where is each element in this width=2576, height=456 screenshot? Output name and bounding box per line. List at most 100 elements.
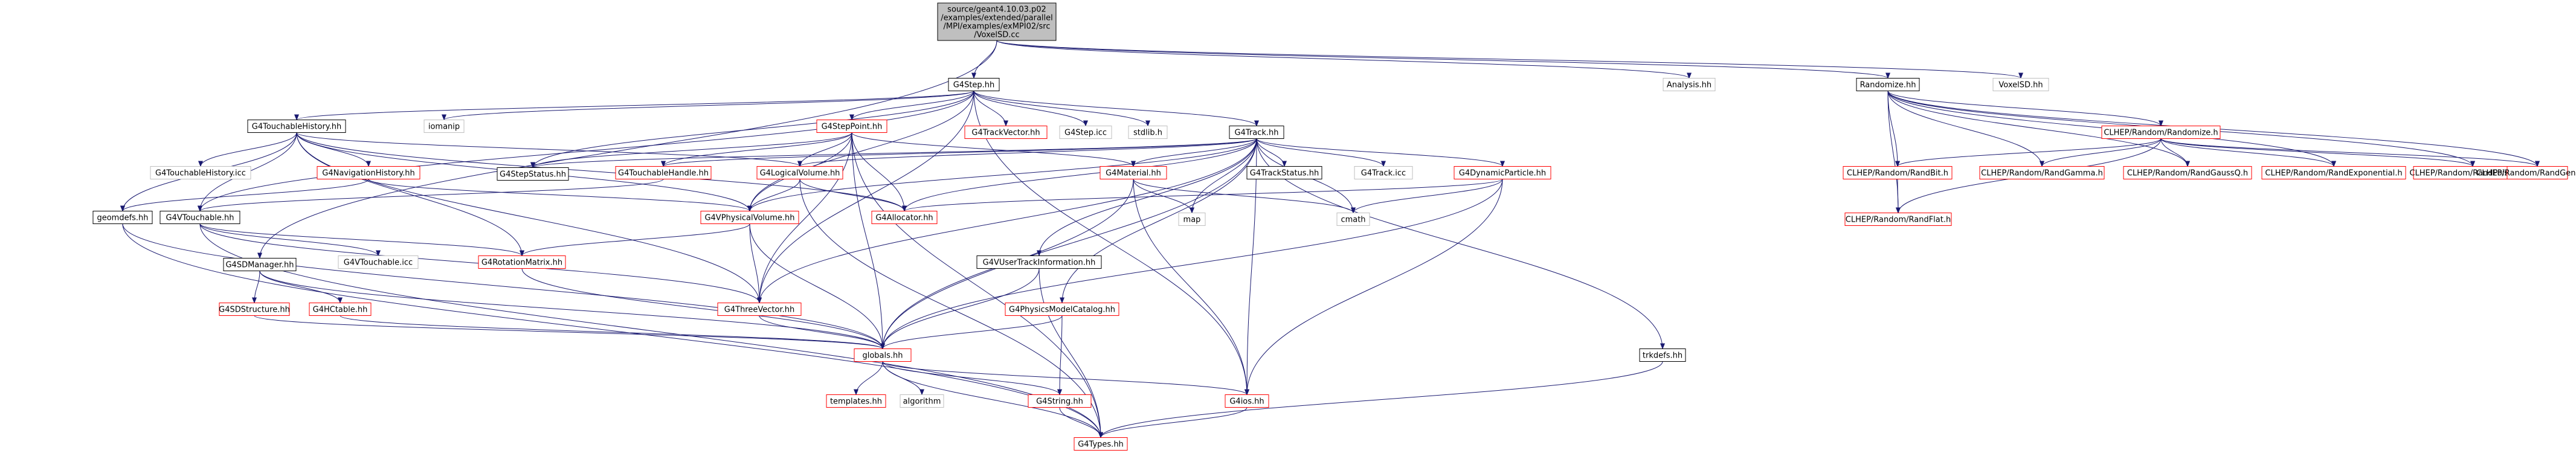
node-box bbox=[1005, 303, 1119, 316]
node-randgaussq[interactable]: CLHEP/Random/RandGaussQ.h bbox=[2123, 166, 2252, 179]
node-g4allocator[interactable]: G4Allocator.hh bbox=[871, 211, 938, 224]
node-geomdefs[interactable]: geomdefs.hh bbox=[92, 211, 153, 224]
node-randomize[interactable]: Randomize.hh bbox=[1856, 78, 1920, 91]
node-randgeneral[interactable]: CLHEP/Random/RandGeneral.h bbox=[2476, 166, 2576, 179]
edge-g4steppoint-to-globals bbox=[851, 132, 885, 350]
node-g4stepicc[interactable]: G4Step.icc bbox=[1059, 126, 1112, 139]
node-g4vusertrackinfo[interactable]: G4VUserTrackInformation.hh bbox=[976, 255, 1102, 269]
node-box bbox=[900, 394, 944, 408]
node-label: Randomize.hh bbox=[1860, 81, 1916, 90]
node-g4logvol[interactable]: G4LogicalVolume.hh bbox=[756, 166, 843, 179]
node-g4sdstructure[interactable]: G4SDStructure.hh bbox=[219, 303, 290, 316]
edge-g4step-to-g4steppoint bbox=[849, 91, 974, 121]
node-stdlib[interactable]: stdlib.h bbox=[1128, 126, 1168, 139]
node-g4hctable[interactable]: G4HCtable.hh bbox=[309, 303, 372, 316]
node-g4threevector[interactable]: G4ThreeVector.hh bbox=[717, 303, 802, 316]
node-g4stepstatus[interactable]: G4StepStatus.hh bbox=[497, 167, 569, 181]
node-templates[interactable]: templates.hh bbox=[826, 394, 886, 408]
node-box bbox=[1354, 166, 1413, 179]
node-box bbox=[92, 211, 153, 224]
node-label: VoxelSD.hh bbox=[1998, 81, 2043, 90]
node-box bbox=[948, 78, 1000, 91]
node-g4dynparticle[interactable]: G4DynamicParticle.hh bbox=[1454, 166, 1551, 179]
node-trkdefs[interactable]: trkdefs.hh bbox=[1639, 348, 1686, 362]
node-g4vtouchicc[interactable]: G4VTouchable.icc bbox=[338, 255, 419, 269]
edge-clhep_randomize-to-randbit bbox=[1895, 138, 2162, 167]
node-box bbox=[964, 126, 1048, 139]
edge-g4step-to-stdlib bbox=[973, 91, 1150, 127]
node-g4steppoint[interactable]: G4StepPoint.hh bbox=[816, 120, 887, 133]
node-g4touchhandle[interactable]: G4TouchableHandle.hh bbox=[615, 166, 712, 179]
node-box bbox=[2123, 166, 2252, 179]
node-algorithm[interactable]: algorithm bbox=[900, 394, 944, 408]
node-g4trackvector[interactable]: G4TrackVector.hh bbox=[964, 126, 1048, 139]
node-clhep_randomize[interactable]: CLHEP/Random/Randomize.h bbox=[2101, 126, 2221, 139]
node-label: map bbox=[1183, 216, 1201, 225]
node-g4trackstatus[interactable]: G4TrackStatus.hh bbox=[1246, 166, 1322, 179]
node-g4physmodelcat[interactable]: G4PhysicsModelCatalog.hh bbox=[1005, 303, 1119, 316]
node-g4step[interactable]: G4Step.hh bbox=[948, 78, 1000, 91]
node-box bbox=[717, 303, 802, 316]
edge-g4touchhist-to-g4logvol bbox=[296, 132, 802, 167]
node-g4rotmatrix[interactable]: G4RotationMatrix.hh bbox=[478, 255, 566, 269]
node-g4touchhist[interactable]: G4TouchableHistory.hh bbox=[247, 120, 346, 133]
node-randgamma[interactable]: CLHEP/Random/RandGamma.h bbox=[1979, 166, 2105, 179]
edge-g4vphysvol-to-g4rotmatrix bbox=[520, 223, 750, 257]
node-label: stdlib.h bbox=[1133, 129, 1162, 138]
node-g4ios[interactable]: G4ios.hh bbox=[1225, 394, 1269, 408]
node-g4sdmanager[interactable]: G4SDManager.hh bbox=[223, 258, 297, 271]
node-box bbox=[1336, 213, 1370, 226]
node-box bbox=[1100, 166, 1167, 179]
node-box bbox=[1844, 213, 1952, 226]
node-randexp[interactable]: CLHEP/Random/RandExponential.h bbox=[2261, 166, 2406, 179]
node-g4touchhisticc[interactable]: G4TouchableHistory.icc bbox=[150, 166, 251, 179]
node-label: G4TouchableHandle.hh bbox=[618, 169, 709, 178]
edge-g4track-to-map bbox=[1190, 138, 1257, 214]
node-randflat[interactable]: CLHEP/Random/RandFlat.h bbox=[1844, 213, 1952, 226]
edge-geomdefs-to-globals bbox=[122, 223, 885, 350]
edge-geomdefs-to-g4types bbox=[122, 223, 1103, 438]
node-label: iomanip bbox=[428, 123, 460, 132]
node-box bbox=[2261, 166, 2406, 179]
edge-g4track-to-g4physmodelcat bbox=[1060, 138, 1257, 304]
node-analysis[interactable]: Analysis.hh bbox=[1663, 78, 1716, 91]
node-box bbox=[1856, 78, 1920, 91]
node-label: globals.hh bbox=[862, 352, 903, 361]
node-g4string[interactable]: G4String.hh bbox=[1028, 394, 1092, 408]
node-label: G4HCtable.hh bbox=[313, 306, 368, 315]
edge-g4track-to-g4threevector bbox=[757, 138, 1257, 304]
node-label: G4VUserTrackInformation.hh bbox=[983, 259, 1096, 268]
node-label: CLHEP/Random/RandGaussQ.h bbox=[2127, 169, 2248, 178]
edge-randomize-to-clhep_randomize bbox=[1887, 91, 2163, 127]
edge-g4dynparticle-to-g4ios bbox=[1245, 179, 1503, 396]
node-g4trackicc[interactable]: G4Track.icc bbox=[1354, 166, 1413, 179]
node-map[interactable]: map bbox=[1178, 213, 1206, 226]
edge-g4steppoint-to-g4material bbox=[851, 132, 1136, 167]
node-label: algorithm bbox=[903, 397, 941, 406]
node-box bbox=[1059, 126, 1112, 139]
node-box bbox=[478, 255, 566, 269]
node-g4navhist[interactable]: G4NavigationHistory.hh bbox=[317, 166, 420, 179]
edge-g4step-to-g4vphysvol bbox=[747, 91, 974, 212]
node-box bbox=[1229, 126, 1284, 139]
node-g4vphysvol[interactable]: G4VPhysicalVolume.hh bbox=[700, 211, 799, 224]
node-cmath[interactable]: cmath bbox=[1336, 213, 1370, 226]
node-g4track[interactable]: G4Track.hh bbox=[1229, 126, 1284, 139]
node-randpoissonq[interactable]: CLHEP/Random/RandPoissonQ.h bbox=[2409, 166, 2536, 179]
node-label: CLHEP/Random/RandFlat.h bbox=[1846, 216, 1951, 225]
edge-g4track-to-g4ios bbox=[1245, 138, 1257, 396]
node-label: G4DynamicParticle.hh bbox=[1459, 169, 1546, 178]
edge-globals-to-g4ios bbox=[882, 361, 1249, 396]
node-randbit[interactable]: CLHEP/Random/RandBit.h bbox=[1843, 166, 1953, 179]
edge-g4sdmanager-to-g4sdstructure bbox=[252, 271, 260, 304]
node-g4material[interactable]: G4Material.hh bbox=[1100, 166, 1167, 179]
node-g4vtouchable[interactable]: G4VTouchable.hh bbox=[159, 211, 240, 224]
node-g4types[interactable]: G4Types.hh bbox=[1074, 437, 1128, 451]
node-globals[interactable]: globals.hh bbox=[854, 348, 912, 362]
node-iomanip[interactable]: iomanip bbox=[423, 120, 465, 133]
edge-g4touchhist-to-g4threevector bbox=[296, 132, 762, 304]
edge-g4step-to-g4stepstatus bbox=[530, 91, 974, 169]
edge-g4track-to-g4logvol bbox=[797, 138, 1257, 167]
edge-g4vusertrackinfo-to-globals bbox=[880, 268, 1040, 350]
node-voxelsd[interactable]: VoxelSD.hh bbox=[1992, 78, 2049, 91]
